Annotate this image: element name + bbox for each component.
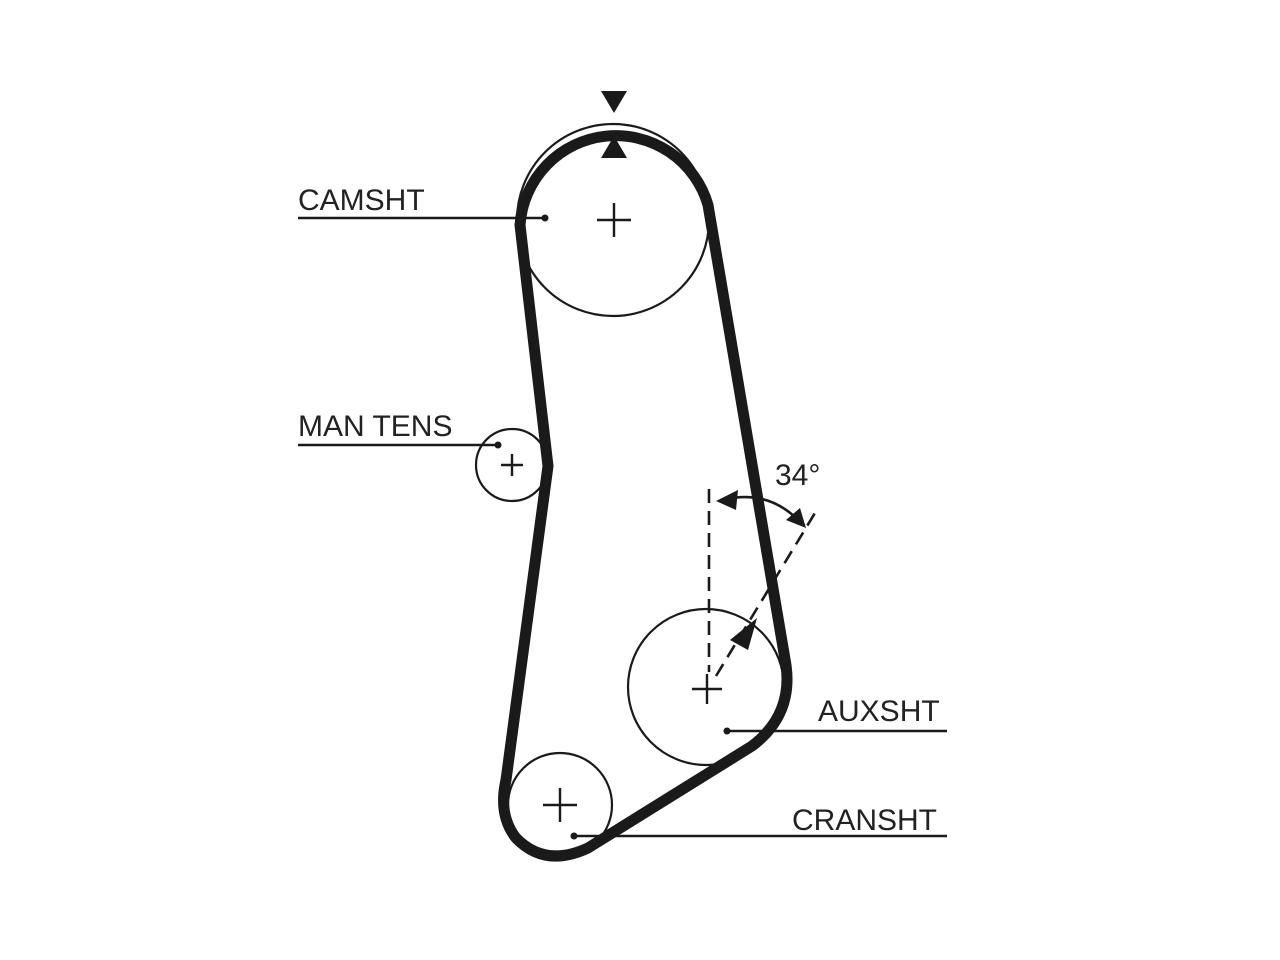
- crankshaft-center-icon: [543, 788, 577, 822]
- tensioner-leader-dot: [494, 441, 502, 449]
- auxshaft-pulley: [626, 607, 786, 767]
- crankshaft-leader-dot: [570, 832, 578, 840]
- pulley-arrow-icon: [730, 618, 757, 650]
- arc-arrow-left-icon: [716, 490, 738, 510]
- crankshaft-pulley: [506, 751, 614, 859]
- arc-arrow-right-icon: [786, 508, 806, 528]
- angle-construction: [707, 489, 820, 677]
- auxshaft-center-icon: [692, 674, 722, 704]
- auxshaft-leader-dot: [723, 727, 731, 735]
- angle-label: 34°: [775, 459, 820, 492]
- tensioner-pulley: [474, 427, 550, 503]
- tensioner-label: MAN TENS: [298, 410, 452, 443]
- camshaft-label: CAMSHT: [298, 184, 425, 217]
- camshaft-leader-dot: [541, 214, 549, 222]
- timing-belt: [498, 130, 793, 862]
- timing-mark-icon: [601, 91, 627, 158]
- camshaft-pulley: [515, 122, 711, 318]
- auxshaft-label: AUXSHT: [818, 695, 940, 728]
- camshaft-center-icon: [597, 203, 631, 237]
- crankshaft-label: CRANSHT: [792, 804, 937, 837]
- tensioner-center-icon: [501, 454, 523, 476]
- angled-reference-line: [714, 507, 820, 677]
